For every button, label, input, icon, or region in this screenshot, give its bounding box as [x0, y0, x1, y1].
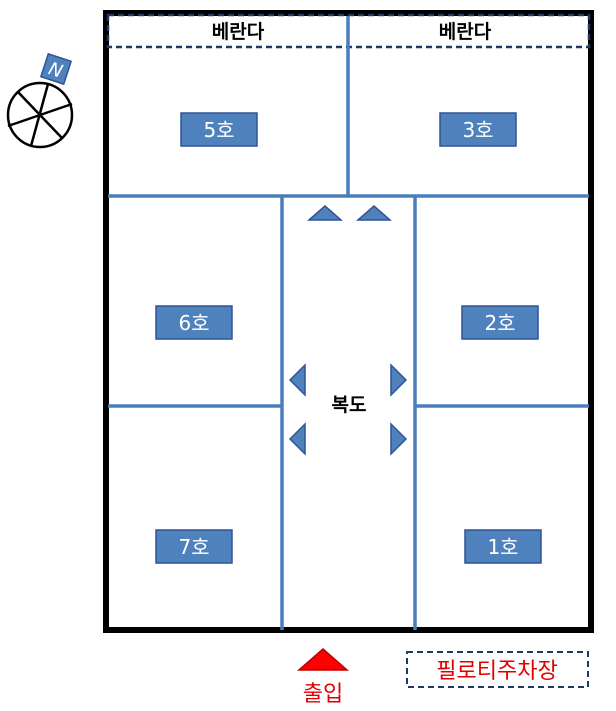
parking-label: 필로티주차장	[436, 659, 557, 684]
unit-label: 6호	[178, 311, 209, 335]
arrow-up-icon	[356, 205, 392, 221]
unit-label: 3호	[462, 118, 493, 142]
unit-label: 5호	[203, 118, 234, 142]
unit-5: 5호	[180, 112, 258, 147]
arrow-up-icon	[307, 205, 343, 221]
north-label: N	[46, 58, 65, 82]
unit-6: 6호	[155, 305, 233, 340]
door-arrows	[288, 205, 408, 456]
corridor-label: 복도	[332, 394, 367, 416]
balcony-label-right: 베란다	[439, 21, 492, 43]
arrow-left-icon	[288, 422, 306, 456]
arrow-right-icon	[390, 363, 408, 397]
entrance-label: 출입	[303, 682, 343, 707]
partitions	[108, 16, 589, 630]
compass-axis-3	[29, 83, 50, 147]
north-indicator: N	[39, 52, 73, 86]
unit-label: 2호	[484, 311, 515, 335]
balcony-label-left: 베란다	[212, 21, 265, 43]
arrow-right-icon	[390, 422, 408, 456]
unit-2: 2호	[461, 305, 539, 340]
parking-box	[406, 651, 589, 688]
unit-1: 1호	[464, 529, 542, 564]
unit-7: 7호	[155, 529, 233, 564]
unit-3: 3호	[439, 112, 517, 147]
unit-label: 1호	[487, 535, 518, 559]
entrance-arrow-icon	[297, 648, 349, 671]
arrow-left-icon	[288, 363, 306, 397]
unit-label: 7호	[178, 535, 209, 559]
compass: N	[6, 52, 74, 149]
